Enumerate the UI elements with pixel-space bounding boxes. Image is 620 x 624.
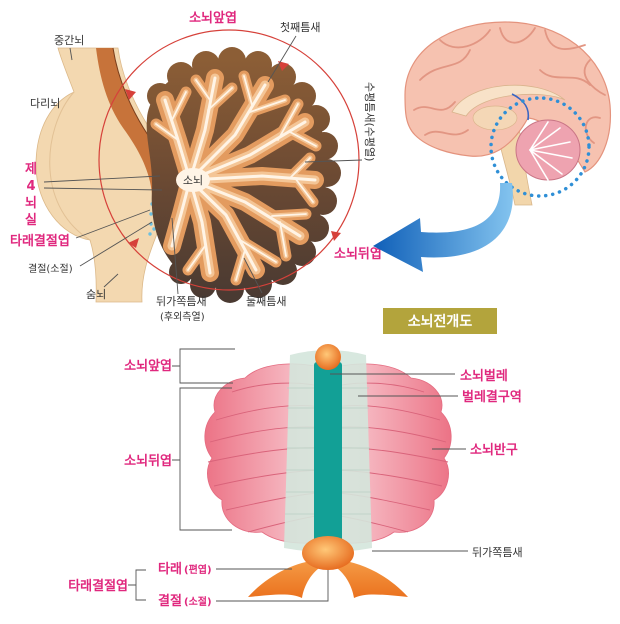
bracket-posterior-lobe bbox=[172, 387, 232, 531]
ring-arrow-top bbox=[278, 61, 289, 71]
label-midbrain: 중간뇌 bbox=[54, 34, 84, 47]
leader-secondary-fissure bbox=[243, 257, 263, 294]
label-flocculonodular-lobe: 타래결절엽 bbox=[10, 233, 70, 249]
pons-contour bbox=[49, 91, 91, 241]
leader-horizontal-fissure bbox=[304, 159, 363, 163]
gyrus-line bbox=[583, 59, 606, 96]
top-leader-lines bbox=[43, 35, 363, 295]
gyrus-line bbox=[413, 101, 456, 111]
label-nodule-alt: (소절) bbox=[184, 595, 212, 608]
brain-thumbnail bbox=[373, 21, 612, 272]
vermis-strip bbox=[314, 362, 342, 542]
label-horizontal-fissure: 수평틈새(수평열) bbox=[363, 82, 376, 161]
plexus-dot bbox=[149, 212, 153, 216]
label-fourth-ventricle-1: 제 bbox=[25, 162, 37, 177]
leader-primary-fissure bbox=[267, 35, 297, 83]
leader-fourth-ventricle-b bbox=[43, 187, 163, 191]
gyrus-line bbox=[584, 116, 601, 144]
title-box bbox=[383, 308, 497, 334]
label-medulla: 숨뇌 bbox=[86, 288, 106, 301]
folium bbox=[310, 132, 338, 160]
gyri-lines bbox=[413, 27, 606, 144]
bracket-flocculonodular-lobe bbox=[128, 569, 146, 601]
title-badge: 소뇌전개도 bbox=[383, 308, 497, 334]
label-anterior-lobe-unfolded: 소뇌앞엽 bbox=[124, 358, 172, 374]
blood-vessel bbox=[511, 93, 530, 121]
thumbnail-branch bbox=[529, 141, 571, 151]
folium bbox=[288, 238, 316, 266]
label-posterolateral-fissure-alt: (후외측열) bbox=[160, 311, 205, 323]
bracket-anterior-lobe bbox=[172, 348, 235, 384]
label-flocculus: 타래 bbox=[158, 561, 182, 577]
gyrus-line bbox=[544, 29, 586, 50]
leader-medulla bbox=[103, 273, 119, 288]
leader-nodule bbox=[216, 570, 329, 602]
label-posterolateral-fissure: 뒤가쪽틈새 bbox=[156, 295, 207, 308]
fourth-ventricle-floor bbox=[96, 48, 164, 196]
focus-dotted-circle bbox=[489, 96, 591, 198]
plexus-dot bbox=[148, 232, 152, 236]
leader-nodule bbox=[79, 221, 153, 267]
flocculus-left bbox=[248, 560, 322, 598]
label-flocculus-alt: (편엽) bbox=[184, 563, 212, 576]
bottom-labels: 소뇌앞엽 소뇌뒤엽 타래결절엽 타래 (편엽) 결절 (소절) 소뇌벌레 벌레결… bbox=[68, 358, 522, 609]
cerebellum-section bbox=[146, 47, 341, 303]
cerebellum-thumbnail-branches bbox=[529, 121, 573, 181]
white-matter-core bbox=[176, 168, 210, 192]
label-cerebellum: 소뇌 bbox=[183, 174, 203, 187]
gyrus-line bbox=[499, 27, 536, 44]
top-labels: 소뇌앞엽 첫째틈새 중간뇌 다리뇌 제 4 뇌 실 소뇌 타래결절엽 결절(소절… bbox=[10, 10, 382, 323]
folium bbox=[167, 62, 195, 90]
label-vermis: 소뇌벌레 bbox=[460, 368, 508, 384]
gyrus-line bbox=[419, 49, 471, 81]
corpus-callosum bbox=[451, 84, 566, 117]
label-pons: 다리뇌 bbox=[30, 97, 60, 110]
label-nodule-unfolded: 결절 bbox=[158, 593, 182, 609]
thumbnail-branch bbox=[529, 149, 549, 181]
folium bbox=[309, 187, 337, 215]
unfolded-cerebellum bbox=[204, 344, 452, 598]
plexus-dot bbox=[152, 227, 156, 231]
ring-arrow-left-top bbox=[125, 89, 136, 100]
label-fourth-ventricle-4: 실 bbox=[25, 212, 37, 228]
gyrus-line bbox=[424, 129, 469, 136]
flocculus-right bbox=[334, 560, 408, 598]
vermis-top-node bbox=[315, 344, 341, 370]
label-paravermal-zone: 벌레결구역 bbox=[462, 389, 522, 405]
thumbnail-branch bbox=[529, 149, 573, 159]
ring-arrow-bottom bbox=[331, 231, 341, 241]
label-flocculonodular-lobe-unfolded: 타래결절엽 bbox=[68, 578, 128, 594]
arbor-vitae bbox=[156, 76, 316, 280]
thumbnail-branch bbox=[529, 149, 563, 175]
label-posterior-lobe-unfolded: 소뇌뒤엽 bbox=[124, 453, 172, 469]
label-posterolateral-fissure-unfolded: 뒤가쪽틈새 bbox=[472, 546, 523, 559]
label-primary-fissure: 첫째틈새 bbox=[280, 21, 320, 34]
thumbnail-branch bbox=[529, 121, 549, 151]
gyrus-line bbox=[539, 69, 591, 86]
zoom-arrow bbox=[373, 183, 513, 272]
thumbnail-branch bbox=[529, 127, 561, 151]
label-posterior-lobe: 소뇌뒤엽 bbox=[334, 246, 382, 262]
leader-flocculonodular bbox=[75, 209, 151, 239]
ring-arrow-left-bottom bbox=[128, 238, 139, 248]
leader-midbrain bbox=[69, 47, 73, 61]
unfolded-title: 소뇌전개도 bbox=[408, 313, 473, 330]
label-hemisphere: 소뇌반구 bbox=[470, 442, 518, 458]
label-fourth-ventricle-3: 뇌 bbox=[25, 195, 37, 211]
label-secondary-fissure: 둘째틈새 bbox=[246, 295, 286, 308]
folium bbox=[218, 47, 246, 75]
label-fourth-ventricle-2: 4 bbox=[26, 179, 35, 194]
nodule bbox=[302, 536, 354, 570]
gyrus-line bbox=[439, 29, 491, 49]
label-nodule: 결절(소절) bbox=[28, 262, 73, 275]
cerebellum-thumbnail bbox=[515, 119, 581, 181]
label-anterior-lobe: 소뇌앞엽 bbox=[189, 10, 237, 26]
leader-posterolateral-fissure bbox=[171, 217, 179, 295]
leader-fourth-ventricle-a bbox=[43, 175, 161, 183]
bottom-leader-lines bbox=[128, 348, 468, 602]
folium bbox=[244, 51, 272, 79]
